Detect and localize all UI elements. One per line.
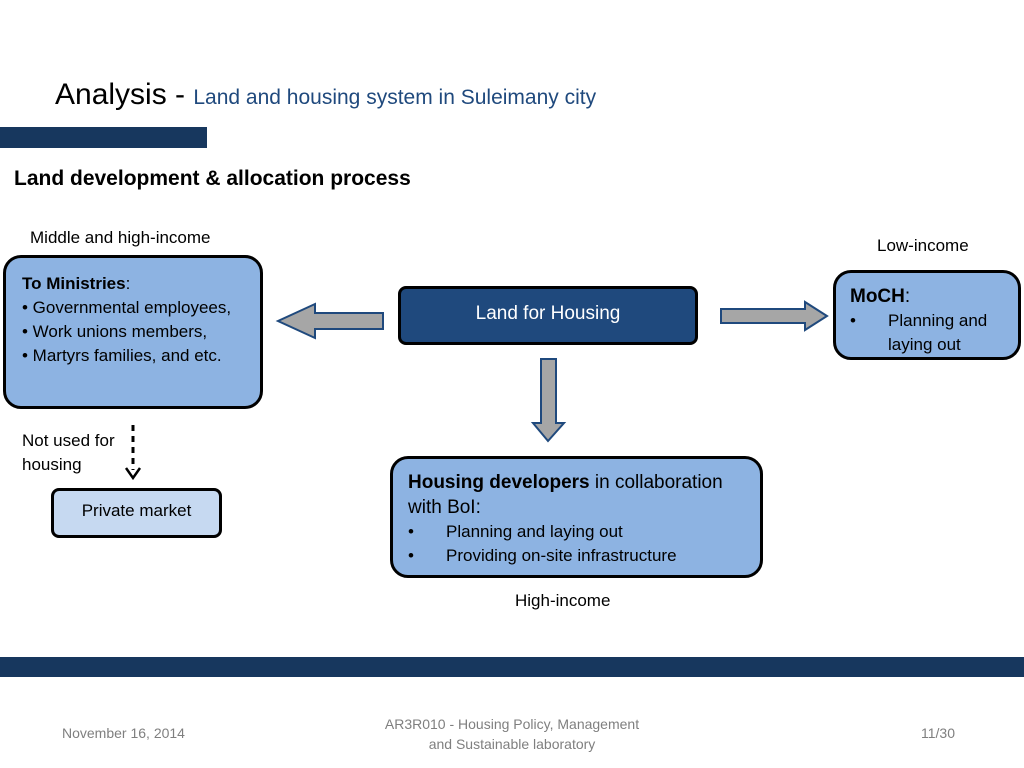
footer-course-line: AR3R010 - Housing Policy, Management [384,716,640,732]
slide-title: Analysis - Land and housing system in Su… [55,78,596,112]
ministries-item: • Martyrs families, and etc. [22,346,222,365]
ministries-item: • Work unions members, [22,322,208,341]
moch-heading: MoCH [850,286,905,307]
moch-item: Planning and laying out [888,311,988,354]
moch-colon: : [904,286,911,307]
arrow-left [275,302,384,340]
ministries-box: To Ministries: • Governmental employees,… [3,255,263,409]
dashed-arrow-head [124,467,142,481]
footer-course-line: and Sustainable laboratory [428,736,596,752]
title-accent-bar [0,127,207,148]
section-heading: Land development & allocation process [14,167,411,190]
footer-date: November 16, 2014 [62,725,185,741]
housing-developers-box: Housing developers in collaboration with… [390,456,763,578]
private-market-box: Private market [51,488,222,538]
moch-box: MoCH: • Planning and laying out [833,270,1021,360]
bullet: • [408,546,414,565]
private-market-label: Private market [81,501,192,520]
bullet: • [408,522,414,541]
land-for-housing-box: Land for Housing [398,286,698,345]
label-middle-high-income: Middle and high-income [30,228,211,247]
developers-heading: Housing developers [408,472,590,493]
arrow-down [530,358,567,443]
developers-collaboration-text: in collaboration with BoI: [408,472,723,518]
arrow-right [720,300,829,332]
label-low-income: Low-income [877,236,969,255]
land-for-housing-label: Land for Housing [475,303,621,324]
footer-course: AR3R010 - Housing Policy, Management and… [352,714,672,754]
footer-bar [0,657,1024,677]
bullet: • [850,311,856,330]
developers-item: Providing on-site infrastructure [446,546,677,565]
label-not-used-for-housing: Not used for housing [22,431,115,474]
ministries-item: • Governmental employees, [22,298,232,317]
title-subtitle: Land and housing system in Suleimany cit… [193,86,597,109]
developers-item: Planning and laying out [446,522,623,541]
footer-page-number: 11/30 [921,725,955,741]
ministries-colon: : [125,274,131,293]
ministries-heading: To Ministries [22,274,126,293]
label-high-income: High-income [515,591,611,610]
title-main: Analysis - [55,78,194,111]
